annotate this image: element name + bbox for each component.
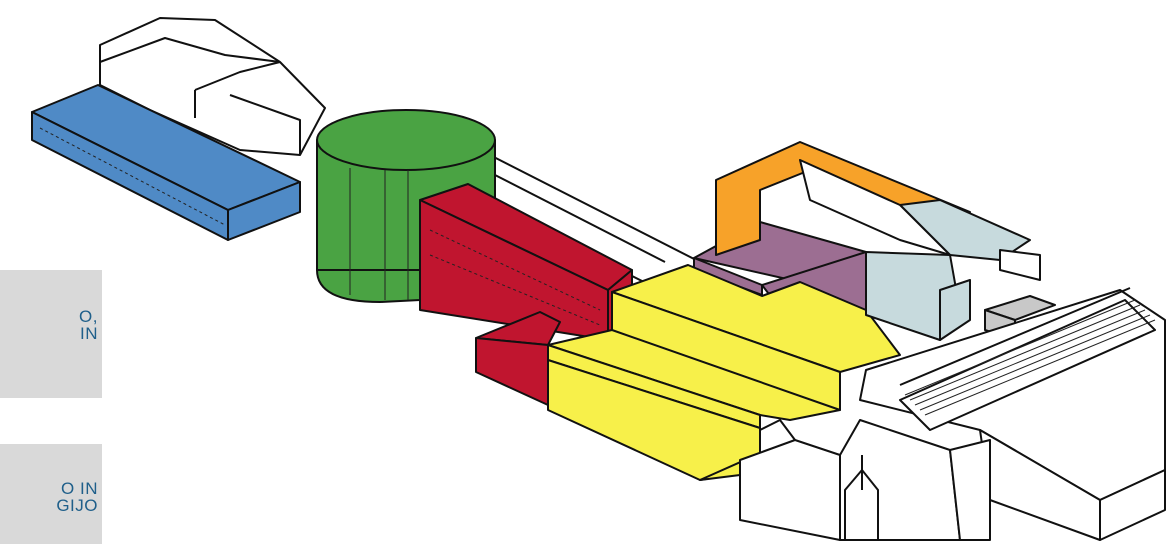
legend-box-1: O, IN	[0, 270, 102, 398]
legend-2-line-1: O IN	[61, 479, 98, 498]
light-blue-block	[865, 199, 1031, 341]
white-front-buildings	[739, 419, 991, 541]
legend-box-2: O IN GIJO	[0, 444, 102, 544]
legend-1-line-1: O,	[79, 307, 98, 326]
white-complex-right	[859, 287, 1166, 541]
yellow-block-lower	[547, 329, 841, 481]
red-block-upper	[419, 183, 633, 341]
legend-2-line-2: GIJO	[56, 496, 98, 515]
legend-1-line-2: IN	[80, 324, 98, 343]
blue-block	[31, 84, 301, 241]
stair-hatching	[904, 299, 1156, 416]
red-block-lower	[475, 311, 561, 406]
white-middle-strip	[799, 159, 1041, 281]
